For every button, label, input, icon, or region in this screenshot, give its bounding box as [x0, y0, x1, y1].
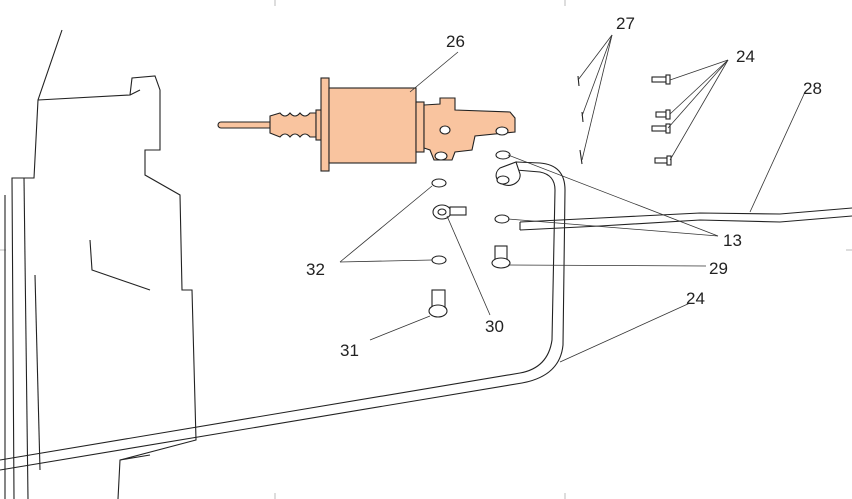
pipe-24 — [0, 161, 566, 471]
banjo-bolt-31 — [428, 289, 448, 318]
label-26: 26 — [446, 32, 465, 51]
label-13: 13 — [723, 231, 742, 250]
bolts-24 — [651, 74, 672, 166]
label-32: 32 — [306, 260, 325, 279]
screws-27 — [577, 75, 584, 165]
line-28 — [519, 207, 852, 231]
banjo-fitting-30 — [432, 204, 467, 220]
label-30: 30 — [485, 317, 504, 336]
cab-frame — [4, 29, 197, 499]
label-28: 28 — [803, 79, 822, 98]
banjo-bolt-29 — [491, 245, 511, 269]
label-24-bolts: 24 — [736, 47, 755, 66]
clutch-servo-cylinder-26 — [217, 77, 516, 172]
label-31: 31 — [340, 341, 359, 360]
label-27: 27 — [616, 14, 635, 33]
label-29: 29 — [709, 259, 728, 278]
label-24-pipe: 24 — [686, 289, 705, 308]
leader-lines — [339, 34, 806, 363]
